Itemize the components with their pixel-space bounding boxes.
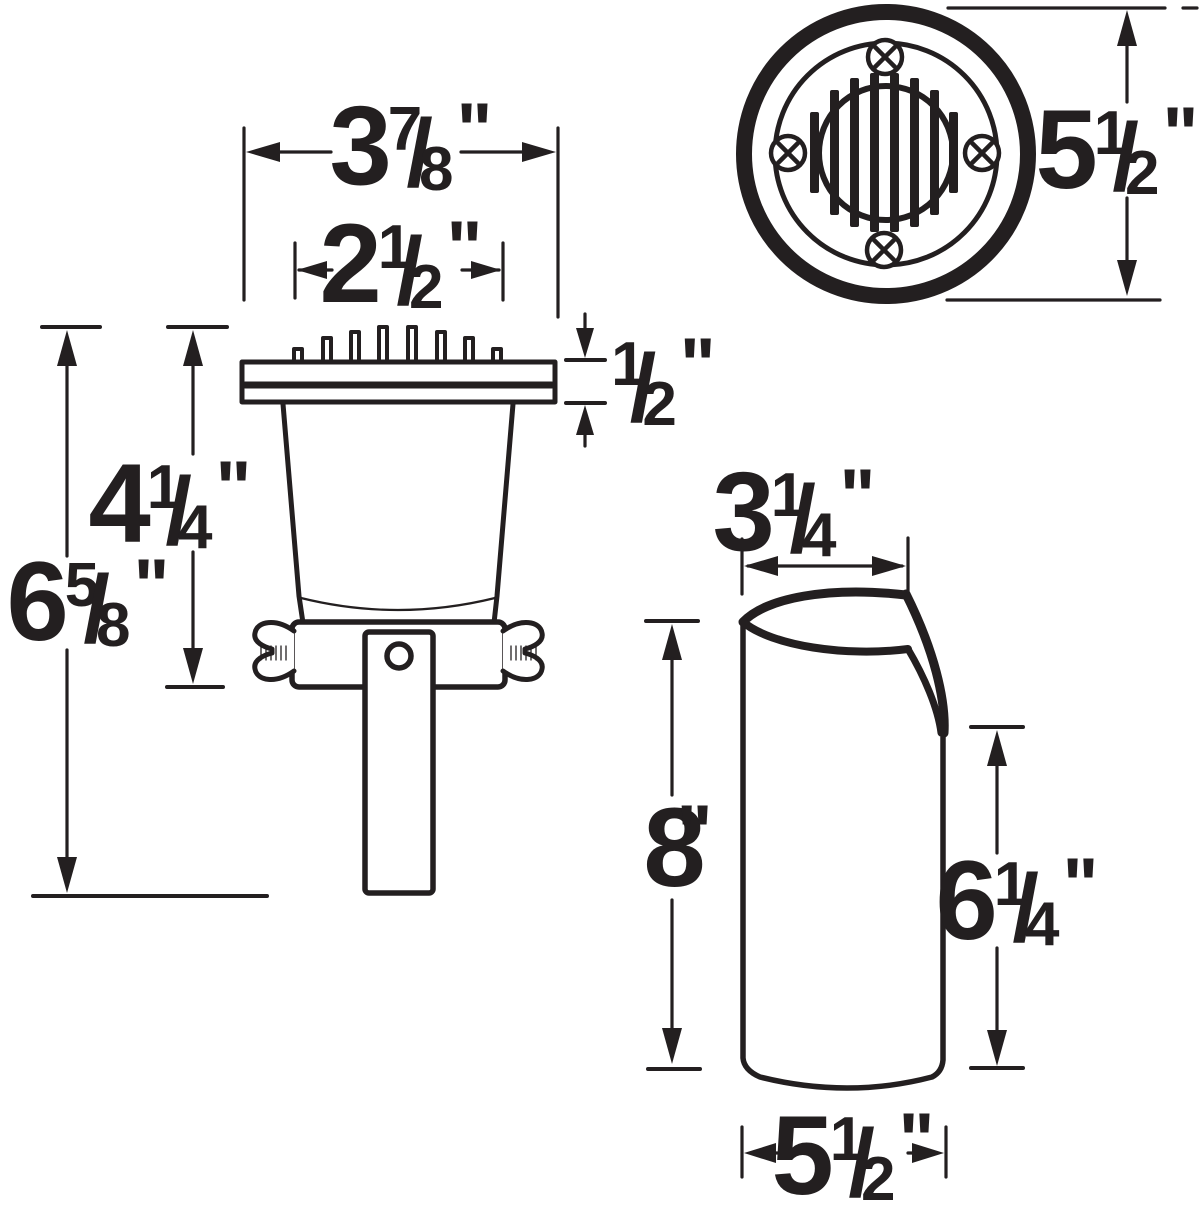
screw-left-icon xyxy=(768,133,808,173)
dim-top-diameter xyxy=(945,6,1199,302)
dim-shroud-top-width xyxy=(740,536,910,596)
dim-label-top-diameter: 51/2" xyxy=(1035,87,1199,212)
dim-label-overall-height: 65/8" xyxy=(6,539,170,664)
grill-bars-icon xyxy=(810,73,958,232)
grill-spikes-icon xyxy=(292,325,503,366)
dim-shroud-front-height xyxy=(969,725,1025,1070)
screw-right-icon xyxy=(962,133,1002,173)
dim-grill-width xyxy=(293,241,505,302)
shroud-rim xyxy=(738,587,912,656)
flange xyxy=(239,359,558,405)
shroud-body xyxy=(740,619,946,1091)
dim-shroud-height xyxy=(644,619,702,1071)
dim-shroud-bottom-width xyxy=(740,1125,948,1179)
lamp-body xyxy=(280,401,516,626)
ground-stake xyxy=(362,629,436,896)
dim-label-shroud-top-width: 31/4" xyxy=(712,449,876,574)
dim-overall-height xyxy=(31,325,269,898)
screw-top-icon xyxy=(865,37,905,77)
dim-label-shroud-height: 8" xyxy=(643,785,712,910)
top-view-figure xyxy=(736,4,1036,304)
shroud-cowl xyxy=(901,589,949,738)
dim-label-flange-width: 37/8" xyxy=(329,83,493,208)
dim-flange-width xyxy=(242,126,560,319)
side-view-figure xyxy=(239,325,558,896)
dim-label-flange-thickness: 1/2" xyxy=(611,323,716,442)
dim-label-shroud-front-height: 61/4" xyxy=(935,838,1099,963)
shroud-figure xyxy=(738,587,949,1091)
dim-flange-thickness xyxy=(564,312,607,448)
screw-bottom-icon xyxy=(864,230,904,270)
outer-ring xyxy=(736,4,1036,304)
dim-label-grill-width: 21/2" xyxy=(319,201,483,326)
wing-nut-left-icon xyxy=(252,620,297,682)
dim-label-shroud-bottom-width: 51/2" xyxy=(771,1093,935,1218)
dim-label-body-height: 41/4" xyxy=(88,441,252,566)
stake-hole-icon xyxy=(384,641,414,671)
wing-nut-right-icon xyxy=(500,620,545,682)
dim-body-height xyxy=(165,325,229,689)
